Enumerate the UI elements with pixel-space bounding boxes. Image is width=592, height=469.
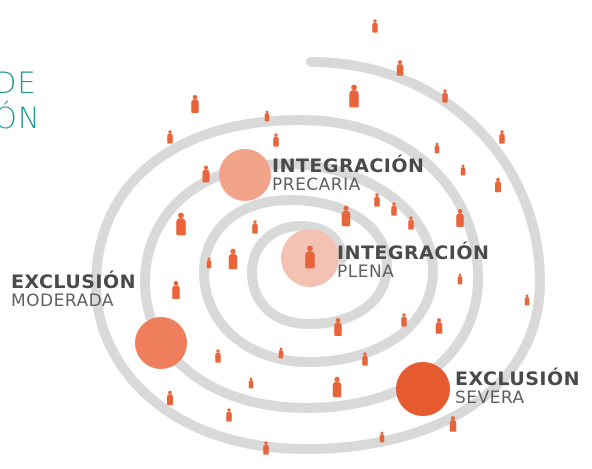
person-icon — [396, 60, 404, 76]
person-icon — [252, 220, 258, 234]
person-icon — [434, 142, 440, 154]
person-icon — [263, 441, 269, 455]
circle-precaria — [219, 149, 271, 201]
spiral-track — [90, 57, 546, 455]
person-icon — [495, 177, 501, 193]
person-icon — [228, 248, 238, 270]
person-icon — [379, 431, 385, 443]
person-icon — [264, 110, 270, 122]
person-icon — [460, 164, 466, 176]
person-icon — [449, 416, 457, 432]
label-moderada-strong: EXCLUSIÓN — [11, 271, 137, 293]
person-icon — [191, 95, 199, 113]
circle-severa — [396, 362, 450, 416]
label-exclusion-severa: EXCLUSIÓN SEVERA — [455, 370, 580, 407]
person-icon — [334, 318, 342, 336]
title: DE ÓN — [0, 66, 41, 136]
person-icon — [206, 257, 212, 269]
person-icon — [248, 377, 254, 389]
person-icon — [176, 212, 186, 236]
person-icon — [349, 84, 359, 108]
person-icon — [305, 245, 315, 269]
person-icon — [435, 318, 443, 334]
person-icon — [362, 352, 368, 366]
label-plena-strong: INTEGRACIÓN — [337, 242, 490, 264]
label-precaria-strong: INTEGRACIÓN — [272, 155, 425, 177]
person-icon — [456, 209, 464, 227]
person-icon — [172, 281, 180, 299]
person-icon — [499, 130, 505, 144]
person-icon — [226, 408, 232, 422]
person-icon — [391, 202, 397, 216]
person-icon — [273, 133, 279, 147]
person-icon — [278, 347, 284, 359]
label-integracion-precaria: INTEGRACIÓN PRECARIA — [272, 157, 424, 194]
person-icon — [215, 349, 221, 363]
person-icon — [167, 390, 173, 406]
label-exclusion-moderada: EXCLUSIÓN MODERADA — [11, 273, 136, 310]
label-integracion-plena: INTEGRACIÓN PLENA — [337, 244, 489, 281]
label-precaria-light: PRECARIA — [272, 175, 361, 195]
label-severa-light: SEVERA — [455, 388, 525, 408]
person-icon — [202, 165, 210, 183]
person-icon — [374, 193, 380, 207]
label-moderada-light: MODERADA — [11, 291, 115, 311]
person-icon — [442, 89, 448, 103]
circle-moderada — [135, 317, 187, 369]
person-icon — [341, 205, 351, 227]
person-icon — [167, 130, 173, 144]
label-severa-strong: EXCLUSIÓN — [455, 368, 581, 390]
person-icon — [408, 216, 414, 230]
person-icon — [457, 273, 463, 285]
label-plena-light: PLENA — [337, 262, 395, 282]
title-line-1: DE — [0, 66, 37, 100]
person-icon — [401, 313, 407, 327]
person-icon — [524, 294, 530, 306]
person-icon — [332, 376, 342, 398]
person-icon — [372, 19, 378, 33]
title-line-2: ÓN — [0, 101, 41, 135]
